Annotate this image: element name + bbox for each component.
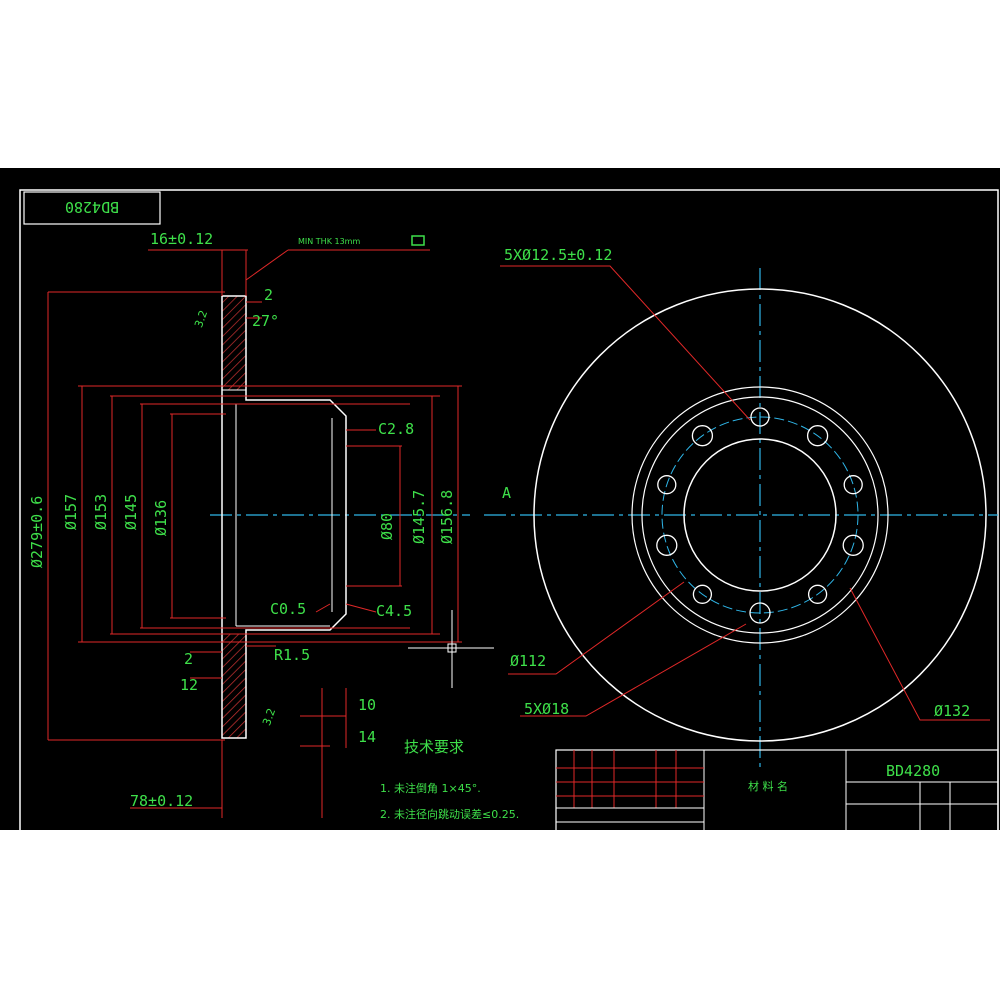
dim-dia-145-7: Ø145.7	[410, 490, 428, 544]
dim-bottom-height	[130, 688, 347, 818]
bolt-hole	[750, 407, 770, 427]
cursor-crosshair	[408, 610, 494, 688]
min-thickness-marker	[411, 235, 425, 246]
bolt-hole	[691, 425, 714, 447]
dim-dia-156-8: Ø156.8	[438, 490, 456, 544]
center-bore	[683, 438, 837, 592]
bolt-hole	[749, 602, 771, 624]
bolt-hole	[842, 534, 864, 556]
bolt-holes-label: 5XØ12.5±0.12	[504, 246, 612, 264]
dim-dia-132: Ø132	[934, 702, 970, 720]
dim-leaders	[190, 301, 377, 679]
notes-title: 技术要求	[404, 738, 464, 756]
dim-14: 14	[358, 728, 376, 746]
hatch-top	[221, 295, 247, 391]
title-block-drawing-no: BD4280	[886, 762, 940, 780]
dim-dia-153: Ø153	[92, 494, 110, 530]
cad-canvas: BD4280	[19, 189, 999, 830]
dim-chamfer-bottom: 2	[184, 650, 193, 668]
dim-dia-136: Ø136	[152, 500, 170, 536]
hub-circle-2	[641, 396, 879, 634]
title-block: 材 料 名 BD4280	[555, 749, 999, 830]
dim-dia-157: Ø157	[62, 494, 80, 530]
dim-extension-lines	[48, 291, 462, 741]
view-label-a: A	[502, 484, 511, 502]
bolt-hole	[843, 475, 863, 495]
dim-top-thickness	[148, 249, 430, 296]
bolt-hole	[807, 584, 828, 604]
cad-drawing-area: BD4280	[0, 168, 1000, 830]
dim-chamfer-top: 2	[264, 286, 273, 304]
dim-overall-dia: Ø279±0.6	[28, 496, 46, 568]
bolt-hole	[692, 584, 713, 604]
dim-c4-5: C4.5	[376, 602, 412, 620]
roughness-top: 3.2	[192, 309, 210, 330]
dim-12: 12	[180, 676, 198, 694]
section-view: 16±0.12 MIN THK 13mm 2 27° 3.2 C2.8 Ø279…	[28, 230, 494, 818]
holes-18-label: 5XØ18	[524, 700, 569, 718]
bolt-hole	[657, 475, 677, 495]
notes-item-1: 1. 未注倒角 1×45°.	[380, 781, 481, 795]
dim-min-thickness: MIN THK 13mm	[298, 237, 360, 246]
part-number-text: BD4280	[65, 198, 119, 216]
plan-view: 5XØ12.5±0.12 A Ø112 5XØ18 Ø132	[484, 246, 998, 768]
dim-thickness-top: 16±0.12	[150, 230, 213, 248]
plan-leaders	[500, 265, 990, 721]
dim-c0-5: C0.5	[270, 600, 306, 618]
dim-angle: 27°	[252, 312, 279, 330]
hat-outline	[221, 295, 347, 739]
dim-10: 10	[358, 696, 376, 714]
dim-height: 78±0.12	[130, 792, 193, 810]
dim-c2-8: C2.8	[378, 420, 414, 438]
title-block-material: 材 料 名	[748, 779, 788, 793]
bolt-hole	[656, 534, 678, 556]
technical-notes: 技术要求 1. 未注倒角 1×45°. 2. 未注径向跳动误差≤0.25.	[380, 738, 519, 821]
disc-outer-circle	[533, 288, 987, 742]
part-number-box	[23, 191, 161, 225]
hub-circle-1	[631, 386, 889, 644]
roughness-bottom: 3.2	[260, 707, 278, 728]
hatch-bottom	[221, 633, 247, 739]
dim-dia-145: Ø145	[122, 494, 140, 530]
notes-item-2: 2. 未注径向跳动误差≤0.25.	[380, 807, 519, 821]
dim-r1-5: R1.5	[274, 646, 310, 664]
dim-dia-80: Ø80	[378, 513, 396, 540]
dim-vertical-lines	[47, 292, 459, 740]
dim-dia-112: Ø112	[510, 652, 546, 670]
bolt-circle	[661, 416, 859, 614]
bolt-hole	[806, 425, 829, 447]
bolt-holes	[656, 407, 864, 624]
